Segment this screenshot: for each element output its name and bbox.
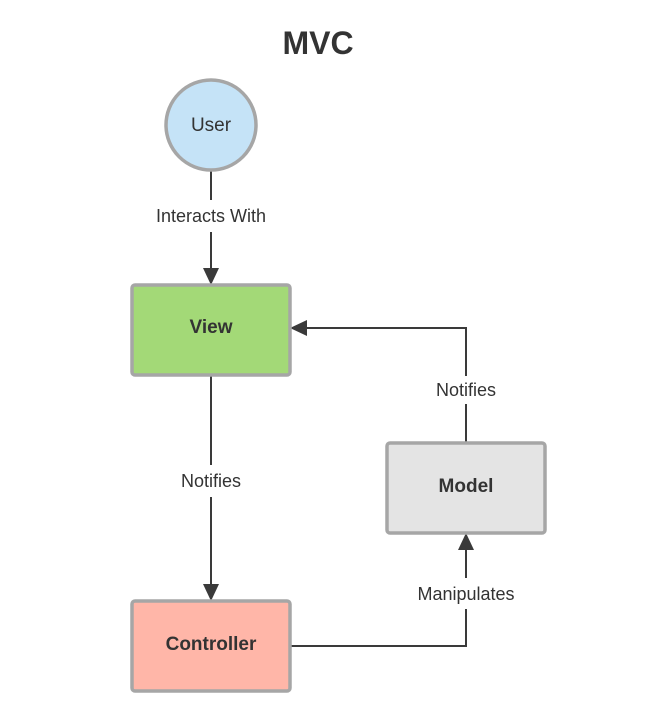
arrowhead-down-icon [203,268,219,285]
node-label-user: User [191,115,232,136]
node-user: User [164,78,258,172]
edge-controller-model-line-bottom [291,609,467,647]
arrowhead-down-icon [203,584,219,601]
edge-label-notifies-controller: Notifies [181,471,241,491]
edge-model-to-view: Notifies [290,320,496,442]
edge-controller-to-model: Manipulates [291,533,515,647]
node-label-view: View [190,317,233,338]
node-label-model: Model [439,476,494,497]
node-view: View [130,283,292,377]
node-model: Model [385,441,547,535]
model-box [385,441,547,535]
edge-model-view-line-top [305,327,467,376]
edge-label-manipulates: Manipulates [417,584,514,604]
user-circle [164,78,258,172]
node-label-controller: Controller [166,634,257,655]
edge-label-notifies-view: Notifies [436,380,496,400]
edge-user-to-view: Interacts With [156,171,266,285]
edge-view-to-controller: Notifies [181,375,241,601]
diagram-title: MVC [282,25,353,61]
arrowhead-left-icon [290,320,307,336]
arrowhead-up-icon [458,533,474,550]
view-box [130,283,292,377]
edge-label-interacts-with: Interacts With [156,206,266,226]
controller-box [130,599,292,693]
node-controller: Controller [130,599,292,693]
